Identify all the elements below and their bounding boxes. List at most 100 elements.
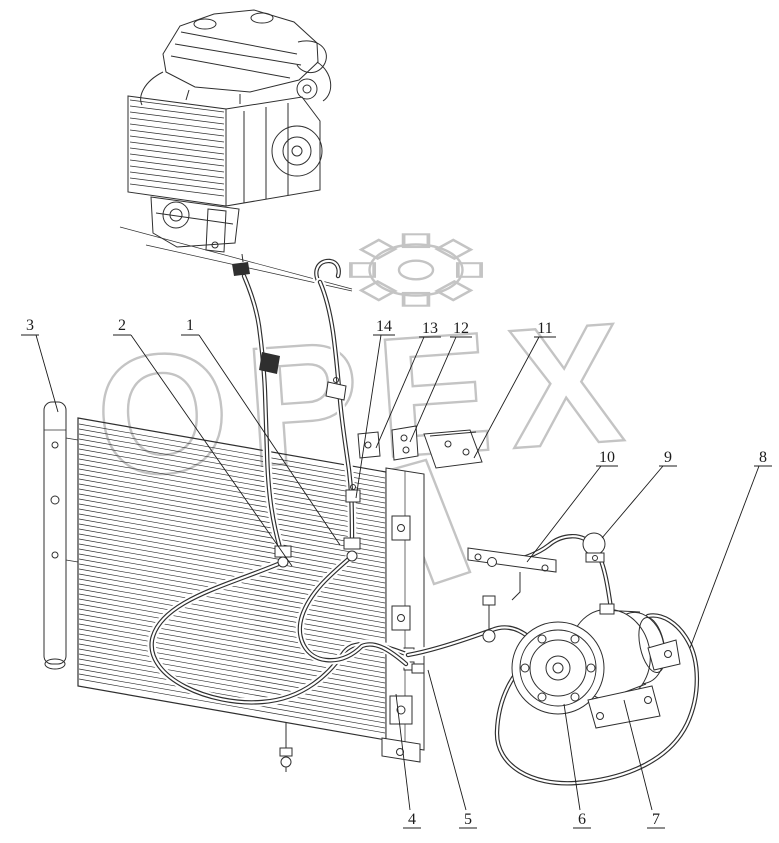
hatch-line: [78, 428, 386, 484]
hatch-line: [78, 608, 386, 664]
hatch-line: [78, 463, 386, 519]
callout-2: 2: [113, 317, 293, 567]
hatch-line: [78, 433, 386, 489]
hatch-line: [78, 533, 386, 589]
receiver-drier: [43, 401, 79, 670]
hatch-line: [129, 111, 225, 125]
callout-5-label: 5: [464, 811, 472, 828]
callout-1-leader: [198, 334, 341, 546]
drain-fitting: [279, 722, 293, 772]
pipe-left: [242, 274, 285, 558]
clamp-9: [582, 532, 606, 563]
callout-3-label: 3: [26, 317, 34, 334]
hose-big-loop: [495, 614, 698, 785]
callout-3: 3: [21, 317, 59, 413]
callout-9-leader: [601, 465, 664, 539]
callout-4-leader: [395, 693, 411, 811]
hatch-line: [129, 141, 225, 155]
hatch-line: [129, 135, 225, 149]
watermark-gear-icon: [349, 233, 483, 307]
callout-10-leader: [526, 465, 602, 563]
engine-front-grid: [129, 99, 225, 197]
callout-12-label: 12: [453, 320, 469, 337]
callout-11-leader: [473, 336, 540, 459]
compressor-bracket: [587, 639, 681, 729]
hatch-line: [129, 105, 225, 119]
callout-6: 6: [563, 703, 591, 829]
hatch-line: [78, 458, 386, 514]
hatch-line: [78, 603, 386, 659]
callout-8-leader: [689, 465, 760, 649]
hatch-line: [78, 423, 386, 479]
hatch-line: [78, 643, 386, 699]
callout-14-label: 14: [376, 318, 392, 335]
callout-7-leader: [623, 699, 653, 811]
hatch-line: [78, 483, 386, 539]
pipe-right-top-hook: [315, 259, 340, 286]
hatch-line: [78, 548, 386, 604]
bracket-10: [467, 547, 557, 601]
hatch-line: [129, 171, 225, 185]
hatch-line: [78, 648, 386, 704]
callout-10: 10: [526, 449, 618, 563]
side-frame: [381, 467, 425, 763]
hatch-line: [78, 638, 386, 694]
hatch-line: [78, 448, 386, 504]
callout-8-label: 8: [759, 449, 767, 466]
hatch-line: [78, 588, 386, 644]
hatch-line: [78, 568, 386, 624]
hatch-line: [78, 598, 386, 654]
callout-2-label: 2: [118, 317, 126, 334]
callout-2-leader: [130, 334, 293, 567]
hatch-line: [78, 563, 386, 619]
hatch-line: [129, 153, 225, 167]
compressor-pulley: [511, 621, 605, 715]
callout-5-leader: [427, 669, 467, 811]
callout-13-leader: [375, 336, 425, 449]
hatch-line: [78, 583, 386, 639]
callout-6-leader: [563, 703, 581, 811]
hose-inner-loop: [298, 554, 408, 666]
callout-9: 9: [601, 449, 677, 539]
callout-4: 4: [395, 693, 421, 829]
callouts: 1 2 3 4 5 6 7: [21, 317, 772, 829]
callout-13: 13: [375, 320, 441, 449]
watermark-text: OPEX: [90, 286, 646, 514]
hatch-line: [78, 658, 386, 714]
hatch-line: [78, 543, 386, 599]
hatch-line: [78, 663, 386, 719]
hatch-line: [78, 623, 386, 679]
callout-9-label: 9: [664, 449, 672, 466]
engine-drawing: [127, 9, 332, 253]
hatch-line: [78, 573, 386, 629]
callout-13-label: 13: [422, 320, 438, 337]
hatch-line: [129, 165, 225, 179]
hatch-line: [78, 518, 386, 574]
callout-10-label: 10: [599, 449, 615, 466]
callout-8: 8: [689, 449, 772, 649]
hatch-line: [78, 628, 386, 684]
hatch-line: [129, 183, 225, 197]
hatch-line: [129, 177, 225, 191]
compressor-assembly: [511, 603, 681, 729]
hatch-line: [78, 438, 386, 494]
hatch-line: [129, 117, 225, 131]
hatch-line: [78, 478, 386, 534]
hatch-line: [78, 633, 386, 689]
bracket-11: [423, 429, 483, 469]
callout-3-leader: [35, 334, 59, 413]
callout-1: 1: [181, 317, 341, 546]
callout-12: 12: [409, 320, 472, 443]
hatch-line: [78, 468, 386, 524]
hatch-line: [78, 493, 386, 549]
callout-5: 5: [427, 669, 477, 829]
hatch-line: [129, 129, 225, 143]
callout-14-leader: [355, 334, 382, 499]
hatch-line: [78, 498, 386, 554]
hatch-line: [78, 578, 386, 634]
hatch-line: [78, 488, 386, 544]
hatch-line: [78, 508, 386, 564]
callout-7: 7: [623, 699, 665, 829]
